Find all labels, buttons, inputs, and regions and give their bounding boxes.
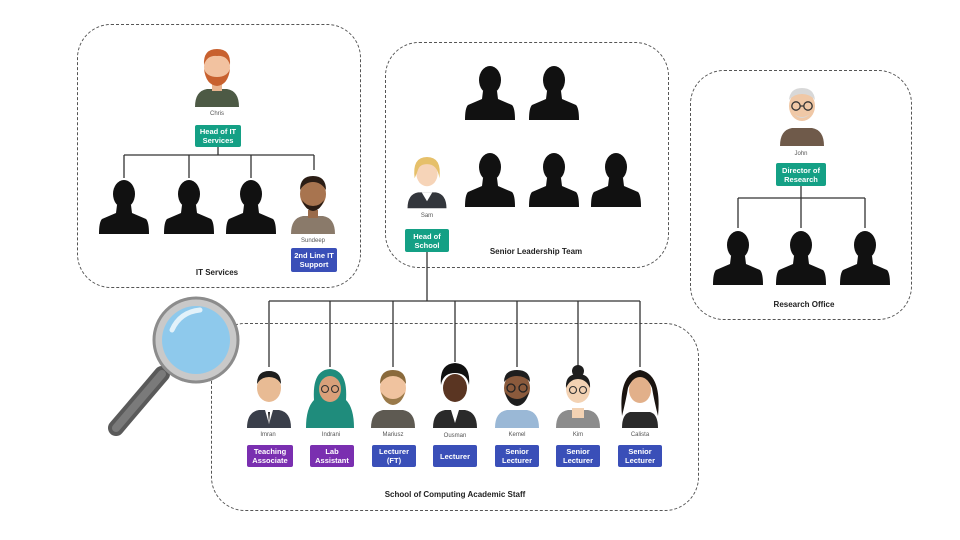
avatar-icon [621, 370, 659, 428]
person-name-calista: Calista [630, 432, 650, 438]
avatar-icon [495, 370, 539, 428]
role-badge-senior-lecturer: Senior Lecturer [495, 445, 539, 467]
role-badge-lecturer: Lecturer [433, 445, 477, 467]
avatar-icon [306, 369, 354, 428]
silhouette-icon [529, 66, 579, 120]
avatar-icon [780, 88, 824, 146]
role-badge-senior-lecturer: Senior Lecturer [556, 445, 600, 467]
silhouette-icon [776, 231, 826, 285]
group-title-academic-staff: School of Computing Academic Staff [384, 490, 526, 499]
role-badge-head-of-it: Head of IT Services [195, 125, 241, 147]
avatar-icon [247, 371, 291, 428]
senior-leadership-group [385, 42, 669, 268]
silhouette-icon [591, 153, 641, 207]
person-name-kemel: Kemel [508, 432, 526, 438]
group-title-it-services: IT Services [195, 268, 239, 277]
avatar-icon [371, 370, 415, 428]
role-badge-2nd-line-support: 2nd Line IT Support [291, 248, 337, 272]
magnifying-glass-icon [108, 296, 240, 436]
silhouette-icon [164, 180, 214, 234]
silhouette-icon [465, 66, 515, 120]
avatar-icon [195, 49, 239, 107]
person-name-imran: Imran [260, 432, 276, 438]
avatar-icon [556, 365, 600, 428]
person-name-kim: Kim [572, 432, 584, 438]
it-services-group [77, 24, 361, 288]
role-badge-director-of-research: Director of Research [776, 163, 826, 186]
person-name-ousman: Ousman [443, 433, 467, 439]
silhouette-icon [529, 153, 579, 207]
avatar-icon [407, 157, 447, 209]
group-title-research-office: Research Office [773, 300, 835, 309]
role-badge-teaching-associate: Teaching Associate [247, 445, 293, 467]
silhouette-icon [99, 180, 149, 234]
role-badge-head-of-school: Head of School [405, 229, 449, 252]
role-badge-lab-assistant: Lab Assistant [310, 445, 354, 467]
person-name-sundeep: Sundeep [300, 238, 326, 244]
avatar-icon [291, 176, 335, 234]
silhouette-icon [840, 231, 890, 285]
silhouette-icon [713, 231, 763, 285]
silhouette-icon [465, 153, 515, 207]
avatar-icon [433, 363, 477, 428]
silhouette-icon [226, 180, 276, 234]
person-name-mariusz: Mariusz [382, 432, 404, 438]
research-office-group [690, 70, 912, 320]
person-name-chris: Chris [209, 111, 225, 117]
role-badge-senior-lecturer: Senior Lecturer [618, 445, 662, 467]
person-name-sam: Sam [420, 213, 434, 219]
role-badge-lecturer-ft: Lecturer (FT) [372, 445, 416, 467]
person-name-indrani: Indrani [321, 432, 341, 438]
group-title-senior-leadership: Senior Leadership Team [489, 247, 583, 256]
person-name-john: John [794, 151, 808, 157]
